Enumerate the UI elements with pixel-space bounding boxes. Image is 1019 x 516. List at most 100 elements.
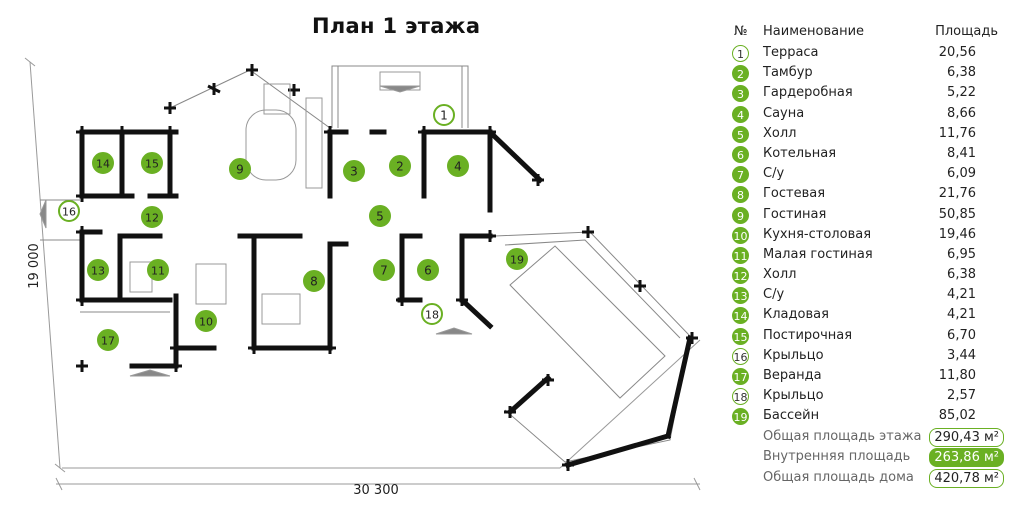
room-marker: 10 [195, 310, 217, 332]
room-marker-circle [447, 155, 469, 177]
room-area: 5,22 [947, 85, 976, 101]
room-name: С/у [763, 287, 785, 303]
thin-outlines [40, 65, 691, 463]
room-number-badge: 15 [732, 327, 749, 345]
legend-header-area: Площадь [935, 24, 998, 39]
room-name: Котельная [763, 145, 837, 161]
room-marker: 4 [447, 155, 469, 177]
room-area: 4,21 [947, 287, 976, 303]
room-marker: 1 [433, 104, 455, 126]
room-marker: 9 [229, 158, 251, 180]
room-marker-circle [421, 303, 443, 325]
room-name: Сауна [763, 105, 805, 121]
room-number-badge: 2 [732, 65, 749, 83]
room-marker: 3 [343, 160, 365, 182]
room-name: Крыльцо [763, 347, 824, 363]
room-number-badge: 7 [732, 166, 749, 184]
legend-row: 17 Веранда 11,80 [732, 367, 1014, 387]
room-number-badge: 18 [732, 388, 749, 406]
room-marker-number: 6 [424, 264, 432, 278]
room-area: 8,66 [947, 105, 976, 121]
room-area: 19,46 [938, 226, 976, 242]
legend-row: 13 С/у 4,21 [732, 286, 1014, 306]
room-marker-circle [147, 259, 169, 281]
room-area: 6,38 [947, 65, 976, 81]
room-area: 6,38 [947, 267, 976, 283]
total-label: Внутренняя площадь [763, 449, 911, 465]
room-marker: 18 [421, 303, 443, 325]
room-name: Крыльцо [763, 388, 824, 404]
room-area: 50,85 [938, 206, 976, 222]
room-marker-number: 10 [199, 316, 213, 329]
room-marker-circle [417, 259, 439, 281]
room-area: 6,95 [947, 246, 976, 262]
room-number-badge: 12 [732, 267, 749, 285]
room-marker-circle [389, 155, 411, 177]
room-marker-number: 8 [310, 275, 318, 289]
room-area: 6,70 [947, 327, 976, 343]
room-marker: 6 [417, 259, 439, 281]
log-end-marks [76, 64, 698, 471]
total-value: 290,43 м² [929, 427, 1004, 447]
room-marker: 11 [147, 259, 169, 281]
room-number-badge: 19 [732, 408, 749, 426]
room-marker-number: 11 [151, 265, 165, 278]
room-name: Веранда [763, 368, 822, 383]
room-area: 11,80 [938, 368, 976, 383]
legend-header-name: Наименование [763, 24, 865, 39]
room-marker-number: 7 [380, 264, 388, 278]
room-marker: 17 [97, 329, 119, 351]
room-name: Малая гостиная [763, 246, 873, 262]
room-marker-circle [303, 270, 325, 292]
room-marker-circle [506, 248, 528, 270]
total-value: 263,86 м² [929, 448, 1004, 468]
room-marker: 14 [92, 152, 114, 174]
room-marker-number: 16 [62, 206, 76, 219]
furniture [39, 71, 473, 377]
room-area: 3,44 [947, 347, 976, 363]
room-marker-circle [97, 329, 119, 351]
room-name: Бассейн [763, 408, 820, 424]
room-marker-circle [229, 158, 251, 180]
room-marker-circle [141, 206, 163, 228]
room-marker-number: 18 [425, 309, 439, 322]
room-marker-number: 5 [376, 210, 384, 224]
room-area: 11,76 [938, 125, 976, 141]
legend-header: № Наименование Площадь [732, 24, 1014, 44]
room-marker-number: 4 [454, 160, 462, 174]
room-name: Кухня-столовая [763, 226, 872, 242]
room-area: 8,41 [947, 145, 976, 161]
room-marker-circle [369, 205, 391, 227]
room-name: Гостевая [763, 186, 826, 202]
room-number-badge: 13 [732, 287, 749, 305]
room-marker: 12 [141, 206, 163, 228]
room-marker-number: 1 [440, 109, 448, 123]
room-name: Кладовая [763, 307, 829, 323]
room-name: Тамбур [763, 65, 813, 81]
room-marker-number: 2 [396, 160, 404, 174]
total-label: Общая площадь дома [763, 469, 914, 485]
room-name: Терраса [763, 45, 819, 60]
legend-row: 18 Крыльцо 2,57 [732, 387, 1014, 407]
room-number-badge: 8 [732, 186, 749, 204]
room-area: 2,57 [947, 388, 976, 404]
room-marker: 5 [369, 205, 391, 227]
room-number-badge: 17 [732, 368, 749, 385]
room-area: 4,21 [947, 307, 976, 323]
room-number-badge: 1 [732, 45, 749, 62]
legend-row: 2 Тамбур 6,38 [732, 64, 1014, 84]
room-number-badge: 10 [732, 226, 749, 244]
width-dimension-label: 30 300 [353, 483, 399, 498]
